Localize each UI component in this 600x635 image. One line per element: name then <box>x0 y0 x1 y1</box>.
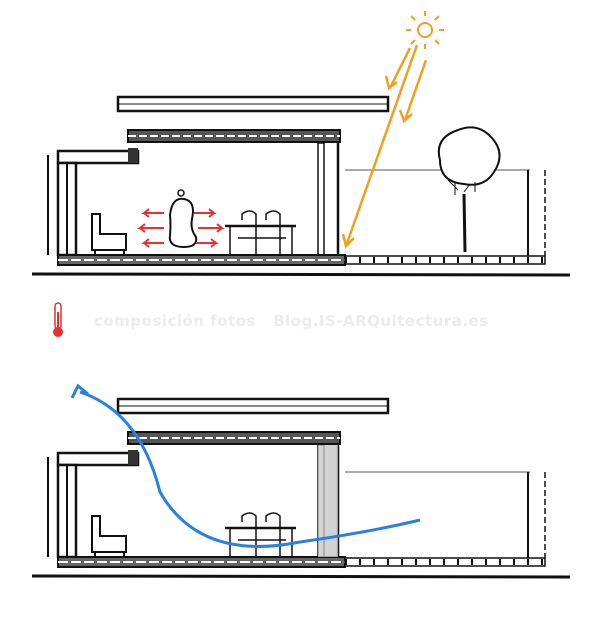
top-section <box>32 11 570 275</box>
person-icon <box>168 189 198 249</box>
airflow-arrow-icon <box>79 390 421 548</box>
bottom-section <box>32 399 570 577</box>
sun-icon <box>406 11 444 49</box>
watermark-right: Blog.IS-ARQuitectura.es <box>273 312 489 330</box>
watermark-left: composición fotos <box>94 312 256 330</box>
heat-arrows-icon <box>137 208 225 248</box>
watermark: composición fotos Blog.IS-ARQuitectura.e… <box>94 312 489 330</box>
tree-icon <box>437 126 501 253</box>
thermometer-icon <box>53 302 63 337</box>
sun-rays <box>341 44 428 249</box>
